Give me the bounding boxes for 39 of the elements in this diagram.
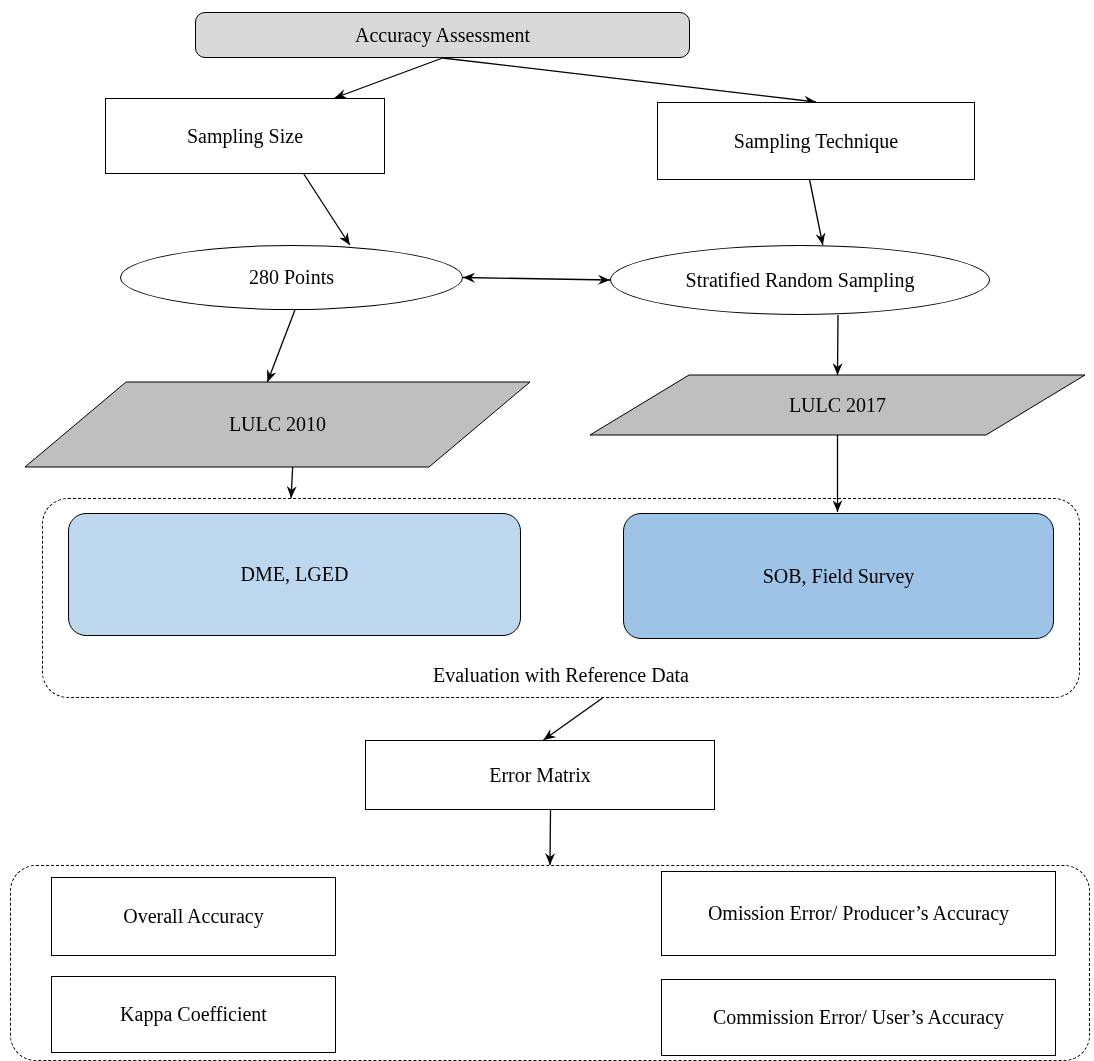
- arrow: [303, 173, 351, 246]
- node-label: LULC 2017: [788, 392, 887, 418]
- node-label: Kappa Coefficient: [120, 1002, 267, 1028]
- data-parallelogram: [590, 375, 1085, 435]
- arrow: [832, 314, 843, 376]
- node-label: Commission Error/ User’s Accuracy: [712, 1005, 1005, 1031]
- arrow: [809, 179, 826, 246]
- arrow: [832, 434, 843, 513]
- result-box: [661, 979, 1056, 1056]
- arrow: [542, 697, 604, 741]
- result-box: [51, 877, 336, 956]
- node-label: Stratified Random Sampling: [685, 267, 915, 294]
- node-label: Sampling Size: [186, 123, 304, 150]
- node-label: Omission Error/ Producer’s Accuracy: [707, 901, 1010, 927]
- dashed-group: [10, 865, 1090, 1061]
- arrow: [286, 466, 297, 499]
- node-label: LULC 2010: [228, 412, 327, 437]
- arrow: [462, 272, 611, 285]
- node-label: Sampling Technique: [733, 128, 899, 155]
- node-label: Evaluation with Reference Data: [433, 663, 689, 688]
- process-box: [105, 98, 385, 174]
- node-label: Accuracy Assessment: [355, 22, 530, 49]
- data-parallelogram: [25, 382, 530, 467]
- node-label: Overall Accuracy: [123, 904, 264, 930]
- process-box: [195, 12, 690, 58]
- arrow: [333, 57, 444, 99]
- dashed-group: [42, 498, 1080, 698]
- result-box: [51, 976, 336, 1053]
- process-box: [365, 740, 715, 810]
- result-box: [661, 871, 1056, 956]
- arrow: [266, 309, 296, 383]
- node-label: DME, LGED: [240, 562, 349, 587]
- arrow: [545, 809, 556, 866]
- reference-box: [623, 513, 1054, 639]
- node-label: 280 Points: [249, 265, 334, 290]
- process-box: [657, 102, 975, 180]
- reference-box: [68, 513, 521, 636]
- node-label: Error Matrix: [489, 762, 591, 788]
- node-label: SOB, Field Survey: [762, 563, 915, 590]
